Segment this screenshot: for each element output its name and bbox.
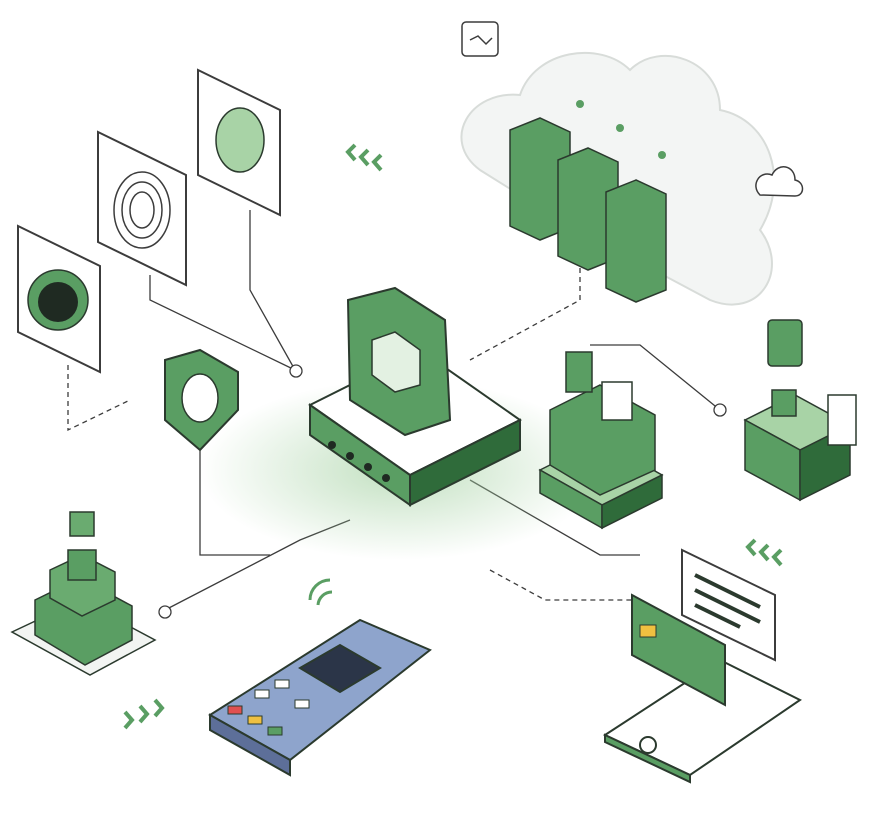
contactless-icon [308, 578, 333, 606]
data-stack-icon [538, 351, 664, 530]
credit-card-icon [631, 593, 726, 707]
smartphone-icon [602, 658, 802, 784]
small-cloud-icon [755, 166, 804, 197]
user-avatar-icon [17, 224, 101, 374]
chevron-arrows-icon [123, 143, 783, 730]
fingerprint-icon [97, 130, 187, 287]
cloud-servers-icon [460, 51, 775, 306]
pos-terminal-icon [208, 618, 432, 777]
security-shield-icon [308, 286, 522, 507]
blockchain-cube-icon [10, 511, 157, 676]
blockchain-cube-icon [743, 319, 857, 502]
face-shield-icon [164, 348, 239, 452]
code-window-icon [461, 21, 499, 57]
message-card [681, 548, 776, 662]
face-recognition-icon [197, 68, 281, 217]
